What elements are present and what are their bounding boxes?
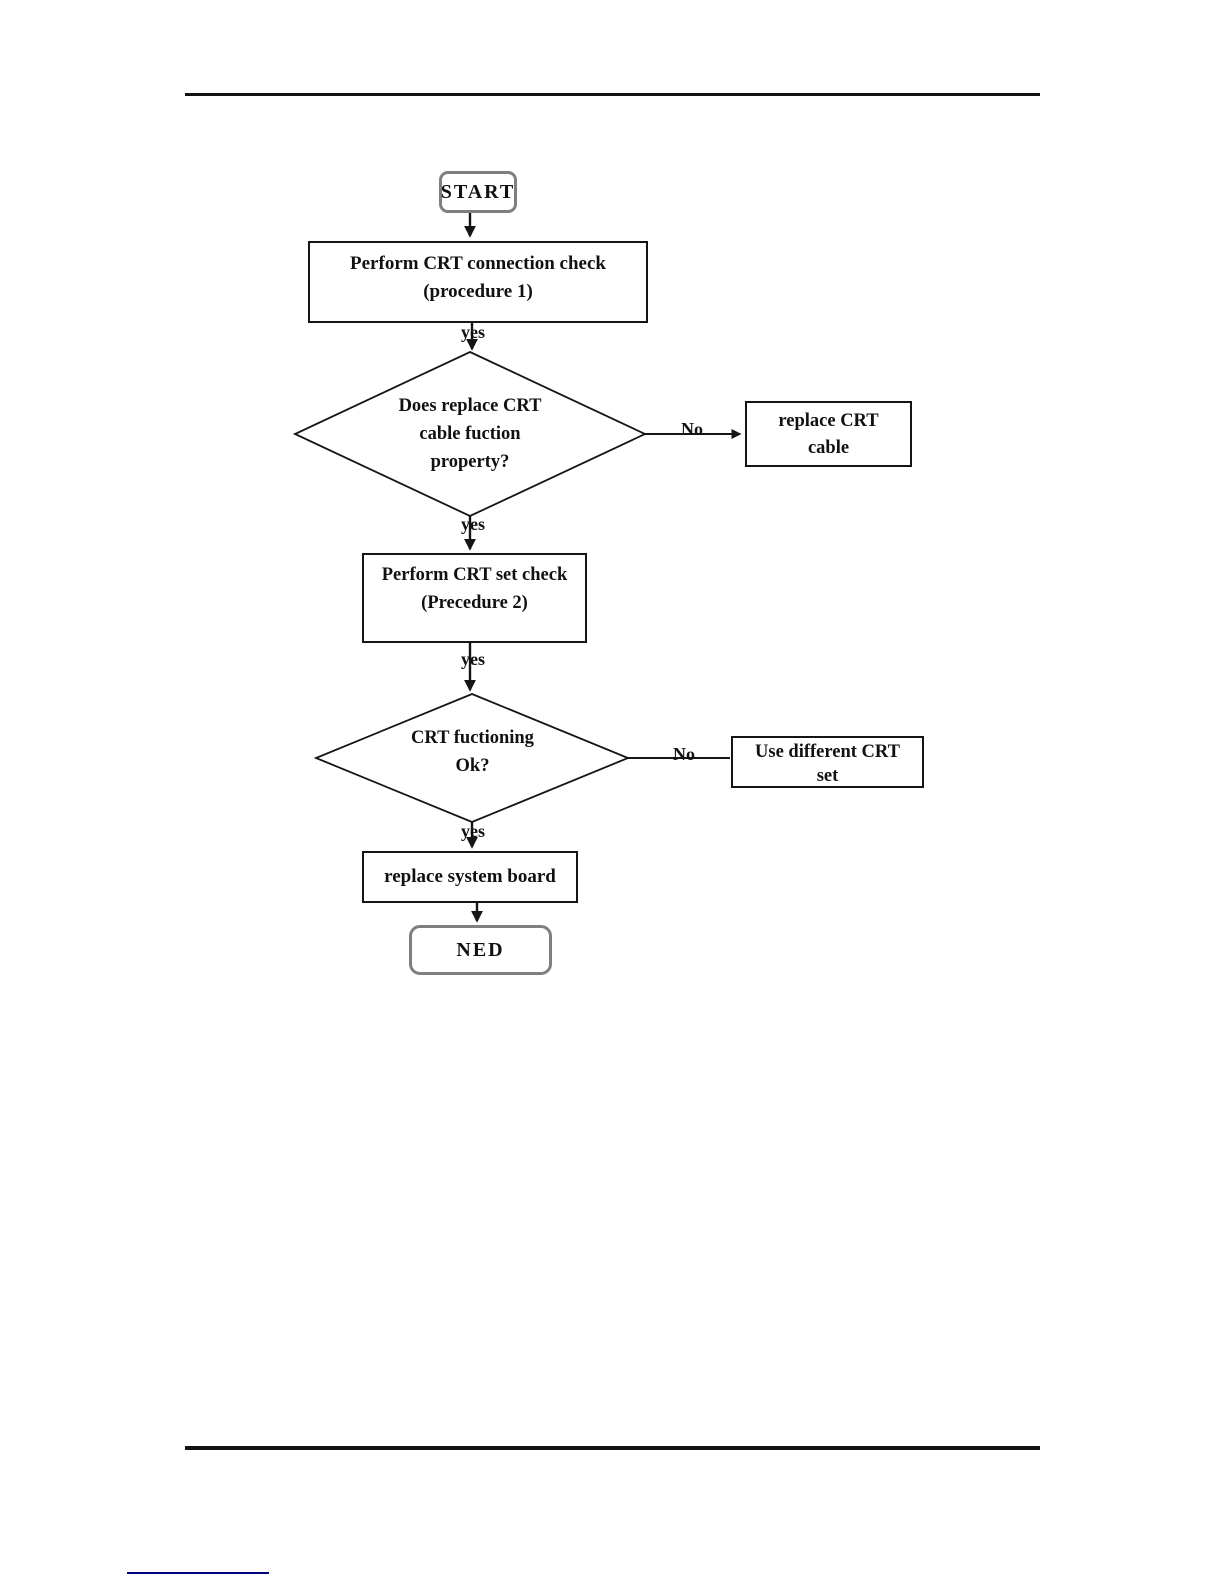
decision1-text: Does replace CRT cable fuction property? — [350, 392, 590, 476]
process-use-different-crt-set-line2: set — [816, 766, 839, 786]
process-crt-set-check-line1: Perform CRT set check — [381, 565, 568, 585]
decision2-line2: Ok? — [455, 756, 490, 776]
edge-label-yes-3: yes — [461, 649, 485, 669]
process-replace-system-board-label: replace system board — [384, 866, 556, 887]
process-replace-crt-cable-line1: replace CRT — [778, 411, 879, 431]
start-label: START — [440, 181, 516, 203]
process-use-different-crt-set: Use different CRT set — [731, 736, 924, 788]
start-terminator: START — [439, 171, 517, 213]
process-crt-connection-check-line2: (procedure 1) — [423, 281, 533, 302]
process-crt-connection-check-line1: Perform CRT connection check — [350, 253, 606, 274]
process-crt-set-check: Perform CRT set check (Precedure 2) — [362, 553, 587, 643]
edge-label-no-1: No — [681, 419, 703, 439]
decision1-line2: cable fuction — [419, 424, 521, 444]
decision2-text: CRT fuctioning Ok? — [370, 724, 575, 780]
process-replace-crt-cable: replace CRT cable — [745, 401, 912, 467]
edge-label-no-2: No — [673, 744, 695, 764]
edge-label-yes-2: yes — [461, 514, 485, 534]
process-replace-crt-cable-line2: cable — [807, 438, 850, 458]
bottom-horizontal-rule — [185, 1446, 1040, 1450]
process-replace-system-board: replace system board — [362, 851, 578, 903]
edge-label-yes-1: yes — [461, 322, 485, 342]
process-crt-set-check-line2: (Precedure 2) — [421, 593, 528, 613]
top-horizontal-rule — [185, 93, 1040, 96]
edge-label-yes-4: yes — [461, 821, 485, 841]
end-label: NED — [456, 939, 505, 961]
decision1-line3: property? — [430, 452, 510, 472]
end-terminator: NED — [409, 925, 552, 975]
process-crt-connection-check: Perform CRT connection check (procedure … — [308, 241, 648, 323]
process-use-different-crt-set-line1: Use different CRT — [755, 742, 900, 762]
decision1-line1: Does replace CRT — [398, 396, 542, 416]
footer-navy-line — [127, 1572, 269, 1574]
decision2-line1: CRT fuctioning — [411, 728, 534, 748]
